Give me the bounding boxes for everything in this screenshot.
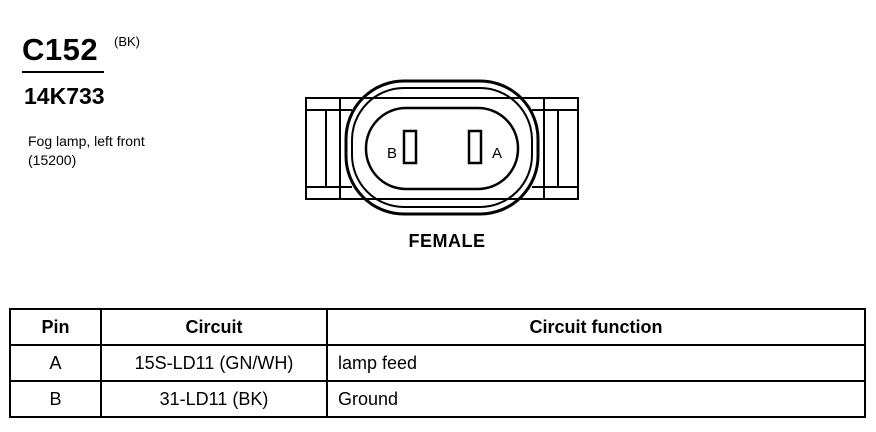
- pin-a-label: A: [492, 145, 502, 162]
- pin-a-slot: [467, 129, 483, 165]
- pin-cell: A: [9, 344, 102, 382]
- header-circuit: Circuit: [100, 308, 328, 346]
- pin-b-label: B: [387, 145, 397, 162]
- circuit-cell: 15S-LD11 (GN/WH): [100, 344, 328, 382]
- housing-outline: [305, 97, 579, 200]
- circuit-cell: 31-LD11 (BK): [100, 380, 328, 418]
- connector-id: C152: [22, 32, 99, 67]
- header-circuit-function: Circuit function: [326, 308, 866, 346]
- table-header-row: Pin Circuit Circuit function: [9, 308, 866, 346]
- connector-body-middle: [351, 87, 533, 208]
- connector-gender-label: FEMALE: [408, 231, 486, 251]
- pin-cell: B: [9, 380, 102, 418]
- connector-face-drawing: B A: [305, 79, 579, 216]
- id-underline: [22, 71, 104, 73]
- function-cell: Ground: [326, 380, 866, 418]
- table-row: B 31-LD11 (BK) Ground: [9, 380, 866, 418]
- connector-body-inner: [364, 106, 520, 191]
- header-pin: Pin: [9, 308, 102, 346]
- connector-description: Fog lamp, left front: [28, 133, 145, 149]
- connector-reference: (15200): [28, 152, 77, 168]
- pin-b-slot: [402, 129, 418, 165]
- table-row: A 15S-LD11 (GN/WH) lamp feed: [9, 344, 866, 382]
- connector-color: (BK): [114, 34, 140, 49]
- connector-body-outer: [344, 79, 540, 216]
- part-number: 14K733: [24, 83, 105, 109]
- function-cell: lamp feed: [326, 344, 866, 382]
- pin-table: Pin Circuit Circuit function A 15S-LD11 …: [9, 308, 866, 418]
